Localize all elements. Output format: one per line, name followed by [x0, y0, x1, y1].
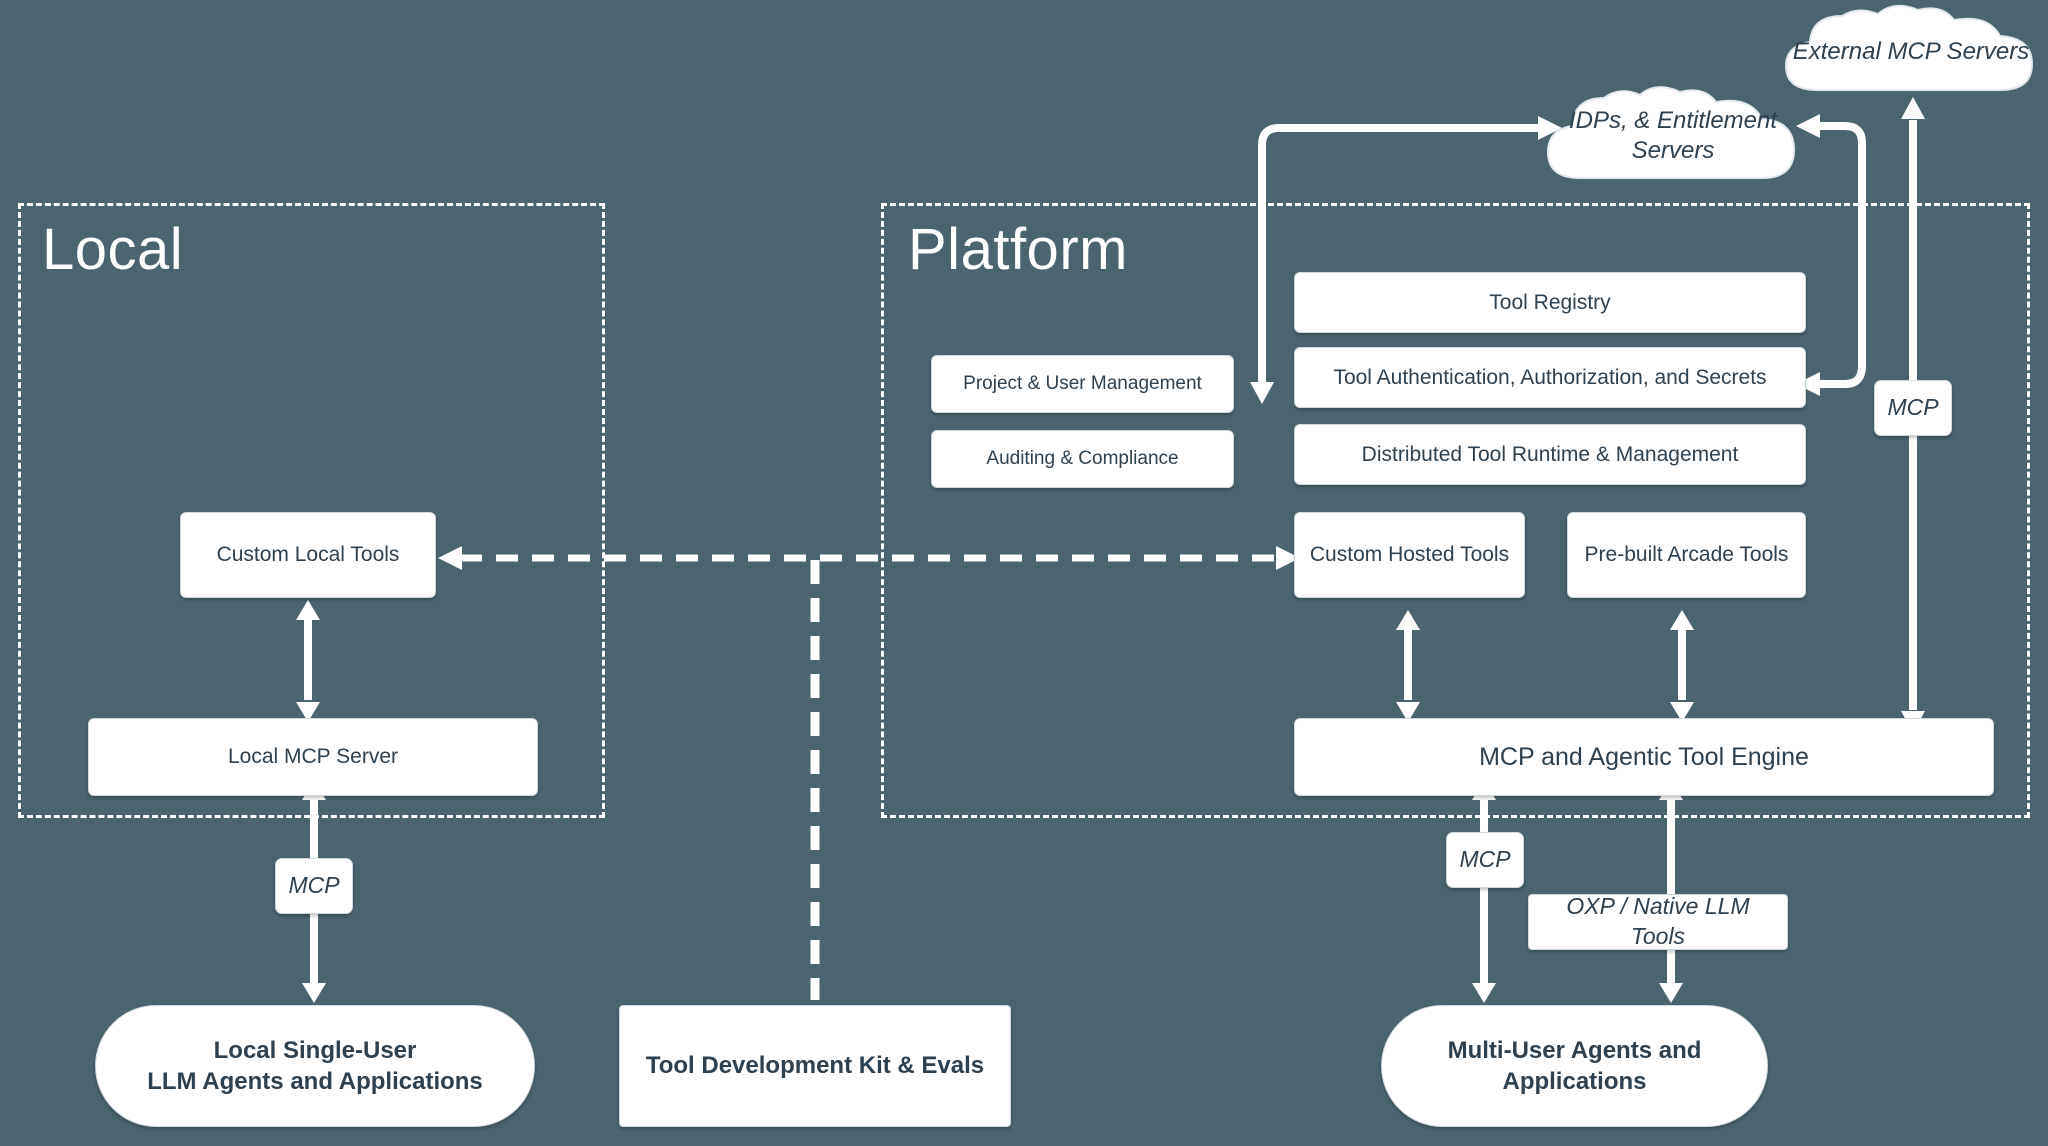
node-tool-registry[interactable]: Tool Registry — [1294, 272, 1806, 333]
node-multiuser-agents-line1: Multi-User Agents and — [1447, 1036, 1702, 1064]
chip-mcp-platform-bottom: MCP — [1446, 832, 1524, 888]
zone-platform — [881, 203, 2030, 818]
node-multiuser-agents-applications[interactable]: Multi-User Agents and Applications — [1381, 1005, 1768, 1127]
node-tool-authentication[interactable]: Tool Authentication, Authorization, and … — [1294, 347, 1806, 408]
zone-local-title: Local — [42, 217, 184, 282]
chip-oxp-native-llm-tools: OXP / Native LLM Tools — [1528, 893, 1788, 950]
zone-local — [18, 203, 605, 818]
node-local-agents-line1: Local Single-User — [213, 1036, 417, 1064]
node-distributed-tool-runtime[interactable]: Distributed Tool Runtime & Management — [1294, 424, 1806, 485]
node-custom-local-tools[interactable]: Custom Local Tools — [180, 512, 436, 598]
cloud-idps-entitlement-servers-label: IDPs, & Entitlement Servers — [1568, 107, 1778, 164]
cloud-external-mcp-servers-label: External MCP Servers — [1792, 38, 2030, 65]
node-custom-hosted-tools[interactable]: Custom Hosted Tools — [1294, 512, 1525, 598]
node-project-user-management[interactable]: Project & User Management — [931, 355, 1234, 413]
node-tool-development-kit[interactable]: Tool Development Kit & Evals — [619, 1005, 1011, 1127]
node-prebuilt-arcade-tools[interactable]: Pre-built Arcade Tools — [1567, 512, 1806, 598]
cloud-idps-entitlement-servers: IDPs, & Entitlement Servers — [1538, 84, 1808, 188]
chip-mcp-local: MCP — [275, 858, 353, 914]
node-local-mcp-server[interactable]: Local MCP Server — [88, 718, 538, 796]
cloud-shape-icon — [1784, 4, 2034, 91]
cloud-external-mcp-servers: External MCP Servers — [1774, 4, 2048, 100]
chip-mcp-platform-right: MCP — [1874, 380, 1952, 436]
node-multiuser-agents-line2: Applications — [1502, 1068, 1647, 1095]
node-local-agents-line2: LLM Agents and Applications — [147, 1068, 483, 1095]
node-auditing-compliance[interactable]: Auditing & Compliance — [931, 430, 1234, 488]
node-local-agents-applications[interactable]: Local Single-User LLM Agents and Applica… — [95, 1005, 535, 1127]
zone-platform-title: Platform — [908, 217, 1128, 282]
node-mcp-agentic-tool-engine[interactable]: MCP and Agentic Tool Engine — [1294, 718, 1994, 796]
